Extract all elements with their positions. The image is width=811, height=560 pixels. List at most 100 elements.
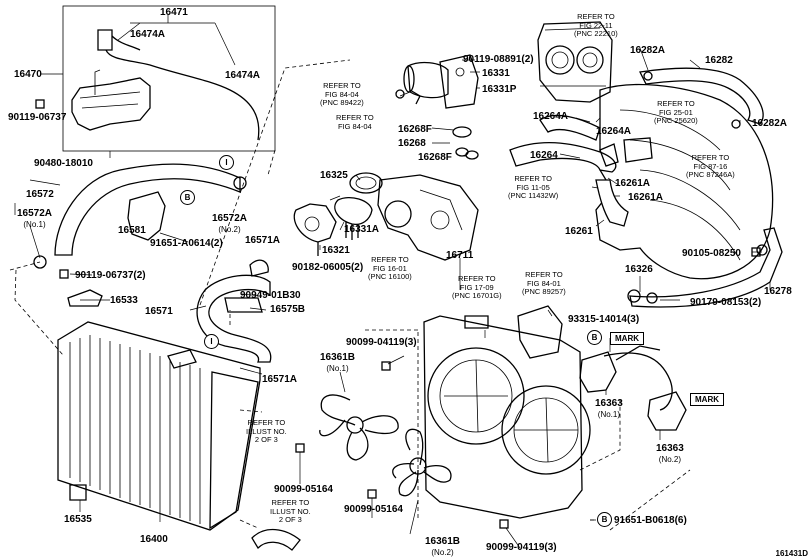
- label-16474a-2: 16474A: [225, 70, 261, 81]
- label-16282: 16282: [705, 55, 733, 66]
- label-91651-a0614: 91651-A0614(2): [150, 238, 223, 249]
- label-16711: 16711: [446, 250, 474, 261]
- label-16571a-top: 16571A: [245, 235, 281, 246]
- label-16363-no1: 16363(No.1): [595, 398, 623, 419]
- label-16361b-no2: 16361B(No.2): [425, 536, 461, 557]
- label-93315-14014: 93315-14014(3): [568, 314, 640, 325]
- label-16321: 16321: [322, 245, 350, 256]
- label-16400: 16400: [140, 534, 168, 545]
- bracket-16533: [67, 289, 103, 307]
- label-16268f-1: 16268F: [398, 124, 432, 135]
- label-90179-08153: 90179-08153(2): [690, 297, 762, 308]
- label-16268f-2: 16268F: [418, 152, 452, 163]
- hose-16264a: [539, 114, 601, 141]
- label-16325: 16325: [320, 170, 348, 181]
- label-16264a-1: 16264A: [533, 111, 569, 122]
- label-90119-08891: 90119-08891(2): [463, 54, 534, 65]
- hose-16282: [639, 67, 764, 125]
- lower-hose: [196, 274, 272, 363]
- temp-switch-no2: [647, 391, 687, 431]
- upper-hose: [54, 163, 241, 256]
- thermostat-gasket: [349, 172, 383, 194]
- label-16261: 16261: [565, 226, 593, 237]
- label-16261a-2: 16261A: [628, 192, 664, 203]
- marker-b-left: B: [180, 190, 195, 205]
- label-91651-b0618: 91651-B0618(6): [614, 515, 687, 526]
- label-16535: 16535: [64, 514, 92, 525]
- label-16474a-1: 16474A: [130, 29, 166, 40]
- label-16282a-1: 16282A: [630, 45, 666, 56]
- water-pump: [377, 174, 479, 261]
- radiator-core: [57, 321, 261, 531]
- label-16575b: 16575B: [270, 304, 306, 315]
- label-90480-18010: 90480-18010: [34, 158, 93, 169]
- marker-i-top: I: [219, 155, 234, 170]
- fan-shroud: [423, 315, 583, 519]
- label-90119-06737-b: 90119-06737(2): [75, 270, 146, 281]
- label-90099-05164-b: 90099-05164: [344, 504, 403, 515]
- label-16282a-2: 16282A: [752, 118, 788, 129]
- bypass-pipe: [629, 227, 783, 308]
- label-90099-04119-a: 90099-04119(3): [346, 337, 417, 348]
- label-16581: 16581: [118, 225, 146, 236]
- label-16533: 16533: [110, 295, 138, 306]
- fan-relay: [517, 305, 563, 359]
- hose-16264: [509, 141, 617, 173]
- label-16572a-no2: 16572A(No.2): [212, 213, 248, 234]
- marker-i-bottom: I: [204, 334, 219, 349]
- marker-b-right: B: [587, 330, 602, 345]
- label-90105-08250: 90105-08250: [682, 248, 741, 259]
- intake-manifold: [595, 83, 774, 280]
- label-16361b-no1: 16361B(No.1): [320, 352, 356, 373]
- fan-no1: [319, 394, 399, 461]
- fan-no2: [392, 428, 452, 497]
- mark-box-1: MARK: [610, 332, 644, 345]
- label-90099-04119-b: 90099-04119(3): [486, 542, 557, 553]
- label-16572a-no1: 16572A(No.1): [17, 208, 53, 229]
- mark-box-2: MARK: [690, 393, 724, 406]
- label-16268: 16268: [398, 138, 426, 149]
- label-16331p: 16331P: [482, 84, 517, 95]
- hose-16261: [595, 179, 629, 227]
- reservoir-tube: [105, 49, 260, 141]
- water-outlet: [407, 61, 449, 99]
- bracket: [127, 191, 166, 241]
- label-90949-01b30: 90949-01B30: [240, 290, 301, 301]
- reservoir-inset-box: [62, 5, 276, 152]
- label-16278: 16278: [764, 286, 792, 297]
- label-16363-no2: 16363(No.2): [656, 443, 684, 464]
- label-16261a-1: 16261A: [615, 178, 651, 189]
- label-16264a-2: 16264A: [596, 126, 632, 137]
- label-90182-06005: 90182-06005(2): [292, 262, 364, 273]
- label-16571a-bot: 16571A: [262, 374, 298, 385]
- throttle-body: [537, 21, 613, 103]
- label-16331a: 16331A: [344, 224, 380, 235]
- label-16331: 16331: [482, 68, 510, 79]
- label-16470: 16470: [14, 69, 42, 80]
- label-16572: 16572: [26, 189, 54, 200]
- label-90119-06737-a: 90119-06737: [8, 112, 67, 123]
- label-16571: 16571: [145, 306, 173, 317]
- catalog-number: 161431D: [775, 549, 808, 558]
- label-16471: 16471: [160, 7, 188, 18]
- temp-switch-no1: [579, 351, 617, 393]
- label-16264: 16264: [530, 150, 558, 161]
- thermostat-housing: [293, 203, 337, 243]
- reservoir-tank: [71, 77, 151, 131]
- label-16326: 16326: [625, 264, 653, 275]
- label-90099-05164-a: 90099-05164: [274, 484, 333, 495]
- marker-b-bottom: B: [597, 512, 612, 527]
